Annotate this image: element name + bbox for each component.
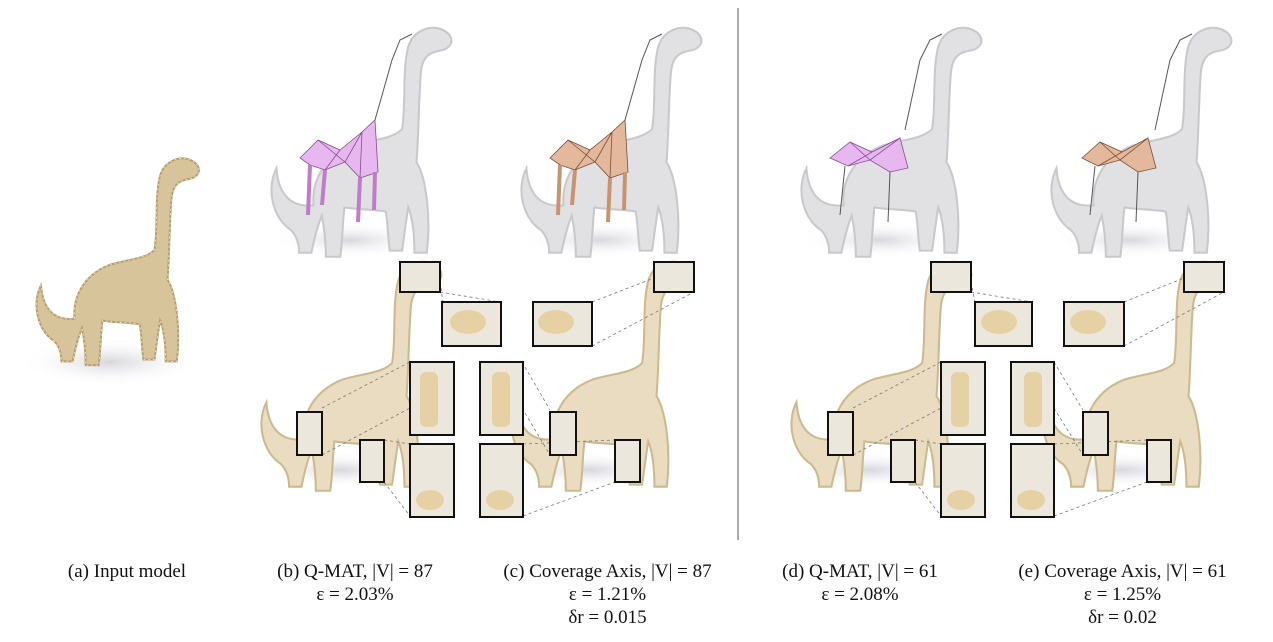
caption-a: (a) Input model xyxy=(47,560,207,583)
caption-e: (e) Coverage Axis, |V| = 61 ε = 1.25% δr… xyxy=(990,560,1255,629)
caption-d: (d) Q-MAT, |V| = 61 ε = 2.08% xyxy=(750,560,970,606)
caption-b-label: (b) Q-MAT, |V| = 87 xyxy=(277,561,433,582)
reconstruction-87-comparison-image xyxy=(260,260,695,518)
caption-b: (b) Q-MAT, |V| = 87 ε = 2.03% xyxy=(245,560,465,606)
coverage-61-skeleton-image xyxy=(1050,26,1233,258)
caption-d-label: (d) Q-MAT, |V| = 61 xyxy=(782,561,938,582)
caption-c: (c) Coverage Axis, |V| = 87 ε = 1.21% δr… xyxy=(470,560,745,629)
qmat-61-skeleton-image xyxy=(800,26,983,258)
caption-c-delta: δr = 0.015 xyxy=(568,607,647,628)
caption-e-label: (e) Coverage Axis, |V| = 61 xyxy=(1018,561,1227,582)
caption-c-label: (c) Coverage Axis, |V| = 87 xyxy=(503,561,712,582)
caption-b-error: ε = 2.03% xyxy=(316,584,394,605)
qmat-87-skeleton-image xyxy=(270,26,453,258)
caption-c-error: ε = 1.21% xyxy=(568,584,647,605)
caption-e-delta: δr = 0.02 xyxy=(1088,607,1157,628)
reconstruction-61-comparison-image xyxy=(790,260,1225,518)
caption-e-error: ε = 1.25% xyxy=(1083,584,1162,605)
input-model-image xyxy=(18,157,202,386)
figure-illustration xyxy=(18,8,1233,540)
caption-d-error: ε = 2.08% xyxy=(821,584,899,605)
caption-a-label: (a) Input model xyxy=(67,561,187,582)
coverage-87-skeleton-image xyxy=(520,26,703,258)
